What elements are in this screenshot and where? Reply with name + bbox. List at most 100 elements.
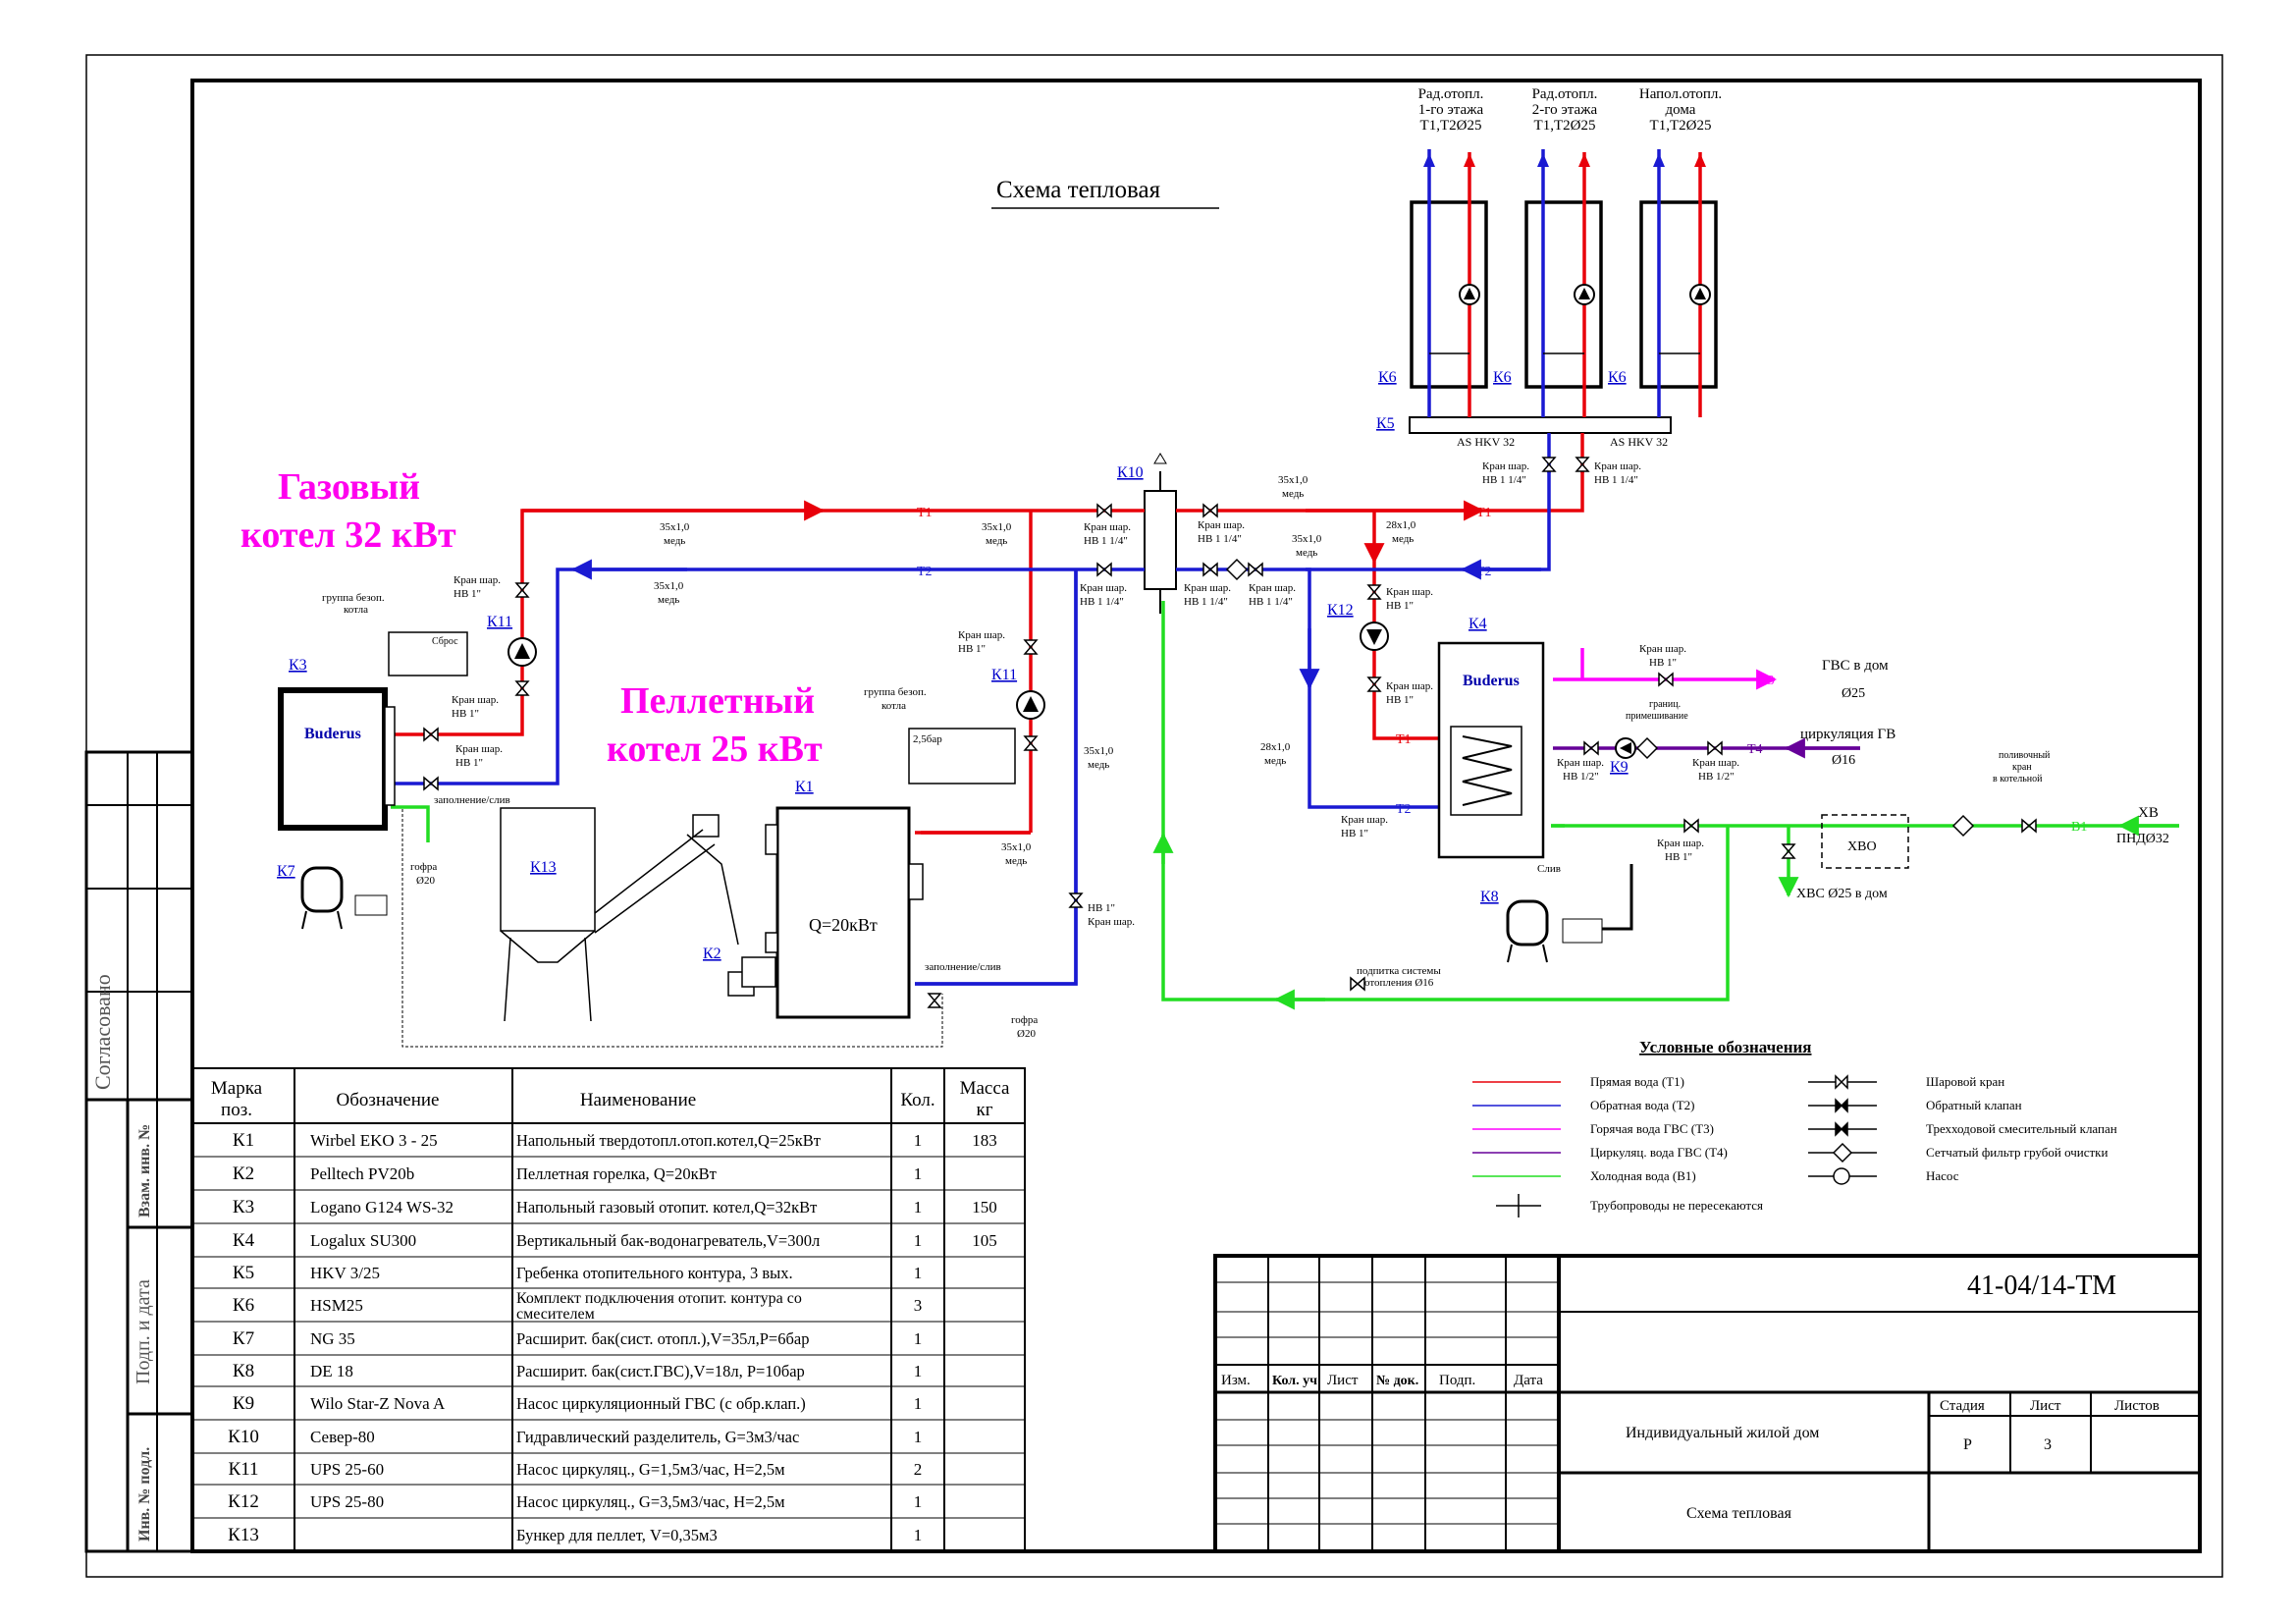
sliv-label: Слив bbox=[1537, 863, 1561, 875]
spec-name: Напольный газовый отопит. котел,Q=32кВт bbox=[516, 1198, 817, 1217]
pellet-boiler bbox=[765, 806, 924, 1019]
code-t2-tank: Т2 bbox=[1396, 802, 1412, 817]
va-17b: НВ 1/2" bbox=[1698, 771, 1735, 783]
pipe-t2-pellet: 35х1,0 bbox=[1084, 745, 1114, 757]
pellet-loop bbox=[915, 569, 1078, 986]
pellet-burner bbox=[686, 834, 776, 997]
mixing-1: границ. bbox=[1649, 699, 1681, 710]
water-crane-3: в котельной bbox=[1993, 774, 2043, 784]
code-t2-right: Т2 bbox=[1476, 565, 1492, 579]
xbo-label: ХВО bbox=[1847, 839, 1877, 854]
spec-name: Насос циркуляц., G=3,5м3/час, H=2,5м bbox=[516, 1492, 785, 1511]
spec-designation: Pelltech PV20b bbox=[310, 1164, 414, 1183]
spec-name: Насос циркуляционный ГВС (с обр.клап.) bbox=[516, 1394, 806, 1413]
spec-qty: 1 bbox=[914, 1492, 923, 1511]
pipe-t1-gas: 35х1,0 bbox=[660, 521, 690, 533]
spec-designation: HKV 3/25 bbox=[310, 1264, 380, 1282]
k6-label-2: К6 bbox=[1493, 369, 1512, 386]
pipe-right-28: 28х1,0 bbox=[1386, 519, 1416, 531]
k6-label-1: К6 bbox=[1378, 369, 1397, 386]
feed-2: отопления Ø16 bbox=[1364, 977, 1434, 989]
k2-label: К2 bbox=[703, 946, 721, 962]
va-19: НВ 1" bbox=[1088, 902, 1115, 914]
code-t1-left: Т1 bbox=[917, 506, 933, 520]
side-agreed: Согласовано bbox=[90, 974, 115, 1090]
legend-line-3: Горячая вода ГВС (Т3) bbox=[1590, 1121, 1714, 1136]
pump-k11-pellet bbox=[1016, 690, 1045, 720]
stamp-object: Индивидуальный жилой дом bbox=[1626, 1425, 1819, 1441]
legend-sym-4: Сетчатый фильтр грубой очистки bbox=[1926, 1145, 2109, 1160]
gofra-1-d: Ø20 bbox=[416, 875, 435, 887]
va-11: Кран шар. bbox=[1386, 680, 1433, 692]
legend-cross: Трубопроводы не пересекаются bbox=[1590, 1198, 1763, 1213]
expansion-tank-k8 bbox=[1506, 864, 1633, 963]
va-4b: НВ 1" bbox=[958, 643, 986, 655]
safety-pellet-2: котла bbox=[881, 700, 906, 712]
water-crane-1: поливочный bbox=[1999, 750, 2051, 761]
spec-designation: Wilo Star-Z Nova A bbox=[310, 1394, 446, 1413]
spec-name: Пеллетная горелка, Q=20кВт bbox=[516, 1164, 717, 1183]
manifold bbox=[1409, 416, 1672, 434]
va-9b: НВ 1 1/4" bbox=[1249, 596, 1293, 608]
spec-mass: 105 bbox=[972, 1231, 997, 1250]
va-17: Кран шар. bbox=[1692, 757, 1739, 769]
spec-designation: NG 35 bbox=[310, 1329, 355, 1348]
code-t3: Т3 bbox=[1759, 674, 1775, 688]
pipe-annotations: 35х1,0 медь 35х1,0 медь 35х1,0 медь 35х1… bbox=[654, 474, 1416, 867]
spec-qty: 1 bbox=[914, 1198, 923, 1217]
va-6: Кран шар. bbox=[1080, 582, 1127, 594]
legend: Условные обозначения Прямая вода (Т1) Об… bbox=[1472, 1038, 2117, 1217]
spec-qty: 1 bbox=[914, 1264, 923, 1282]
doc-code: 41-04/14-ТМ bbox=[1967, 1271, 2116, 1301]
circuit-2-l1: Рад.отопл. bbox=[1532, 86, 1598, 102]
t1-main-supply bbox=[391, 471, 1584, 835]
spec-qty: 1 bbox=[914, 1394, 923, 1413]
water-crane-2: кран bbox=[2012, 762, 2032, 773]
tank-brand: Buderus bbox=[1463, 673, 1520, 689]
valves bbox=[423, 457, 2037, 1008]
stamp-list-h: Лист bbox=[2030, 1398, 2061, 1414]
mixing-2: примешивание bbox=[1626, 711, 1688, 722]
va-13: Кран шар. bbox=[1482, 460, 1529, 472]
title-block bbox=[1213, 1254, 2202, 1553]
filters bbox=[1225, 558, 1975, 838]
pipe-tank-28: 28х1,0 bbox=[1260, 741, 1291, 753]
spec-mark: К11 bbox=[229, 1459, 259, 1480]
dashed-outline bbox=[401, 809, 943, 1048]
k11-label-2: К11 bbox=[991, 667, 1017, 683]
spec-designation: UPS 25-80 bbox=[310, 1492, 384, 1511]
pellet-boiler-title-1: Пеллетный bbox=[620, 680, 815, 722]
pipe-t1-gas-med: медь bbox=[664, 535, 685, 547]
circuit-3-l2: дома bbox=[1666, 102, 1696, 118]
pipe-tank-28-med: медь bbox=[1264, 755, 1286, 767]
va-7: Кран шар. bbox=[1198, 519, 1245, 531]
gofra-2: гофра bbox=[1011, 1014, 1038, 1026]
pumps bbox=[507, 622, 1636, 759]
spec-mark: К13 bbox=[228, 1525, 259, 1545]
hvs-home: ХВС Ø25 в дом bbox=[1796, 887, 1888, 901]
spec-mark: К8 bbox=[233, 1361, 254, 1381]
spec-mark: К12 bbox=[228, 1491, 259, 1512]
va-12b: НВ 1" bbox=[1341, 828, 1368, 839]
spec-qty: 1 bbox=[914, 1231, 923, 1250]
fill-pellet: заполнение/слив bbox=[925, 961, 1001, 973]
gofra-1: гофра bbox=[410, 861, 437, 873]
k5-label: К5 bbox=[1376, 415, 1395, 432]
inner-frame bbox=[190, 79, 2202, 1553]
va-12: Кран шар. bbox=[1341, 814, 1388, 826]
va-3b: НВ 1" bbox=[455, 757, 483, 769]
side-stamp: Согласовано Взам. инв. № Подп. и дата Ин… bbox=[84, 750, 194, 1553]
pipe-k1-out: 35х1,0 bbox=[1001, 841, 1032, 853]
spec-name: Бункер для пеллет, V=0,35м3 bbox=[516, 1526, 718, 1544]
spec-designation: UPS 25-60 bbox=[310, 1460, 384, 1479]
spec-name: Гидравлический разделитель, G=3м3/час bbox=[516, 1428, 799, 1446]
title-block-text: 41-04/14-ТМ Изм. Кол. уч Лист № док. Под… bbox=[1221, 1271, 2160, 1522]
va-11b: НВ 1" bbox=[1386, 694, 1414, 706]
spec-name-cont: смесителем bbox=[516, 1306, 595, 1323]
circuit-2-l2: 2-го этажа bbox=[1532, 102, 1598, 118]
spec-name: Расширит. бак(сист. отопл.),V=35л,P=6бар bbox=[516, 1329, 809, 1348]
circuit-captions: Рад.отопл. 1-го этажа Т1,Т2Ø25 Рад.отопл… bbox=[1418, 86, 1723, 134]
pipe-t1-pellet: 35х1,0 bbox=[982, 521, 1012, 533]
gas-boiler-title-1: Газовый bbox=[278, 466, 420, 508]
valve-annotations: Кран шар. НВ 1" Кран шар. НВ 1" Кран шар… bbox=[452, 460, 1739, 928]
